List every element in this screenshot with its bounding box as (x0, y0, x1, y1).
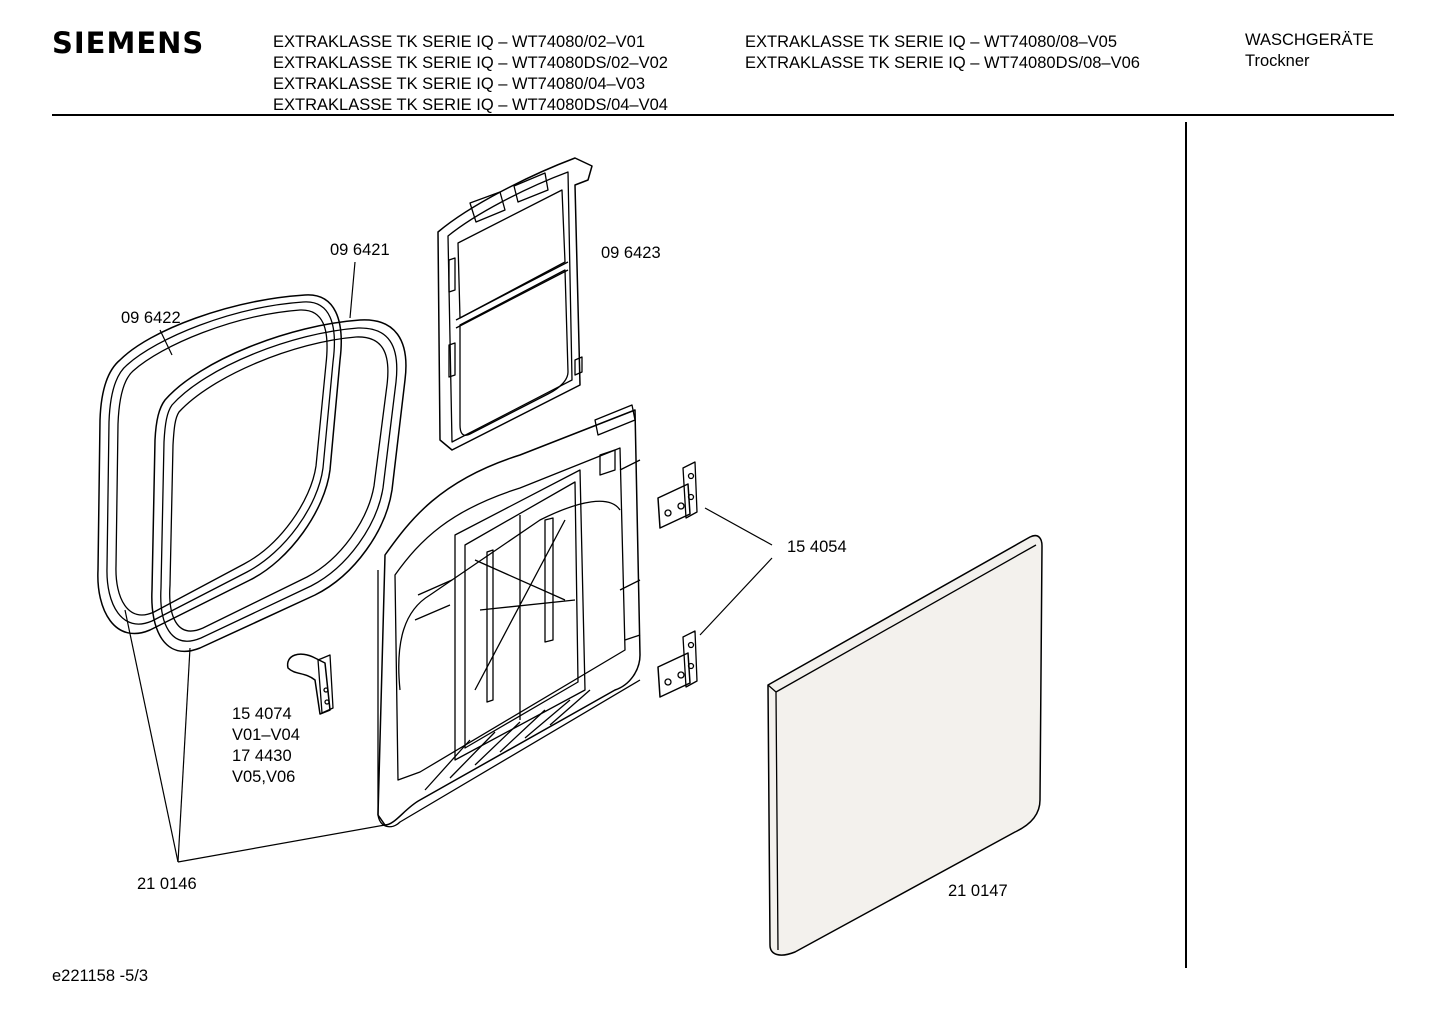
door-hook-part (286, 653, 334, 715)
model-list-left: EXTRAKLASSE TK SERIE IQ – WT74080/02–V01… (273, 32, 668, 116)
part-label-096421: 09 6421 (330, 241, 390, 259)
hinge-lower-part (657, 630, 698, 698)
brand-logo: SIEMENS (52, 26, 205, 60)
part-label-154054: 15 4054 (787, 538, 847, 556)
model-line: EXTRAKLASSE TK SERIE IQ – WT74080/02–V01 (273, 33, 646, 51)
model-line: EXTRAKLASSE TK SERIE IQ – WT74080/04–V03 (273, 75, 646, 93)
model-line: EXTRAKLASSE TK SERIE IQ – WT74080DS/08–V… (745, 54, 1140, 72)
variant-label-v01-v04: V01–V04 (232, 726, 300, 744)
part-label-210146: 21 0146 (137, 875, 197, 893)
drawing-id: e221158 -5/3 (52, 967, 149, 985)
gasket-inner-part (151, 319, 407, 653)
part-label-210147: 21 0147 (948, 882, 1008, 900)
part-label-096423: 09 6423 (601, 244, 661, 262)
part-label-174430: 17 4430 (232, 747, 292, 765)
model-line: EXTRAKLASSE TK SERIE IQ – WT74080DS/02–V… (273, 54, 668, 72)
side-rule (1185, 122, 1187, 968)
category-main: WASCHGERÄTE (1245, 31, 1374, 49)
leader-lines (124, 261, 773, 863)
category-sub: Trockner (1245, 52, 1310, 70)
hinge-upper-part (657, 461, 698, 529)
header-rule (52, 114, 1394, 116)
filter-frame-part (437, 157, 593, 451)
category-block: WASCHGERÄTE Trockner (1245, 30, 1374, 72)
variant-label-v05-v06: V05,V06 (232, 768, 296, 786)
model-list-right: EXTRAKLASSE TK SERIE IQ – WT74080/08–V05… (745, 32, 1140, 74)
part-label-096422: 09 6422 (121, 309, 181, 327)
door-panel-part (767, 534, 1043, 956)
part-label-154074: 15 4074 (232, 705, 292, 723)
model-line: EXTRAKLASSE TK SERIE IQ – WT74080/08–V05 (745, 33, 1118, 51)
gasket-outer-part (97, 294, 342, 635)
door-inner-frame-part (377, 404, 641, 828)
model-line: EXTRAKLASSE TK SERIE IQ – WT74080DS/04–V… (273, 96, 668, 114)
